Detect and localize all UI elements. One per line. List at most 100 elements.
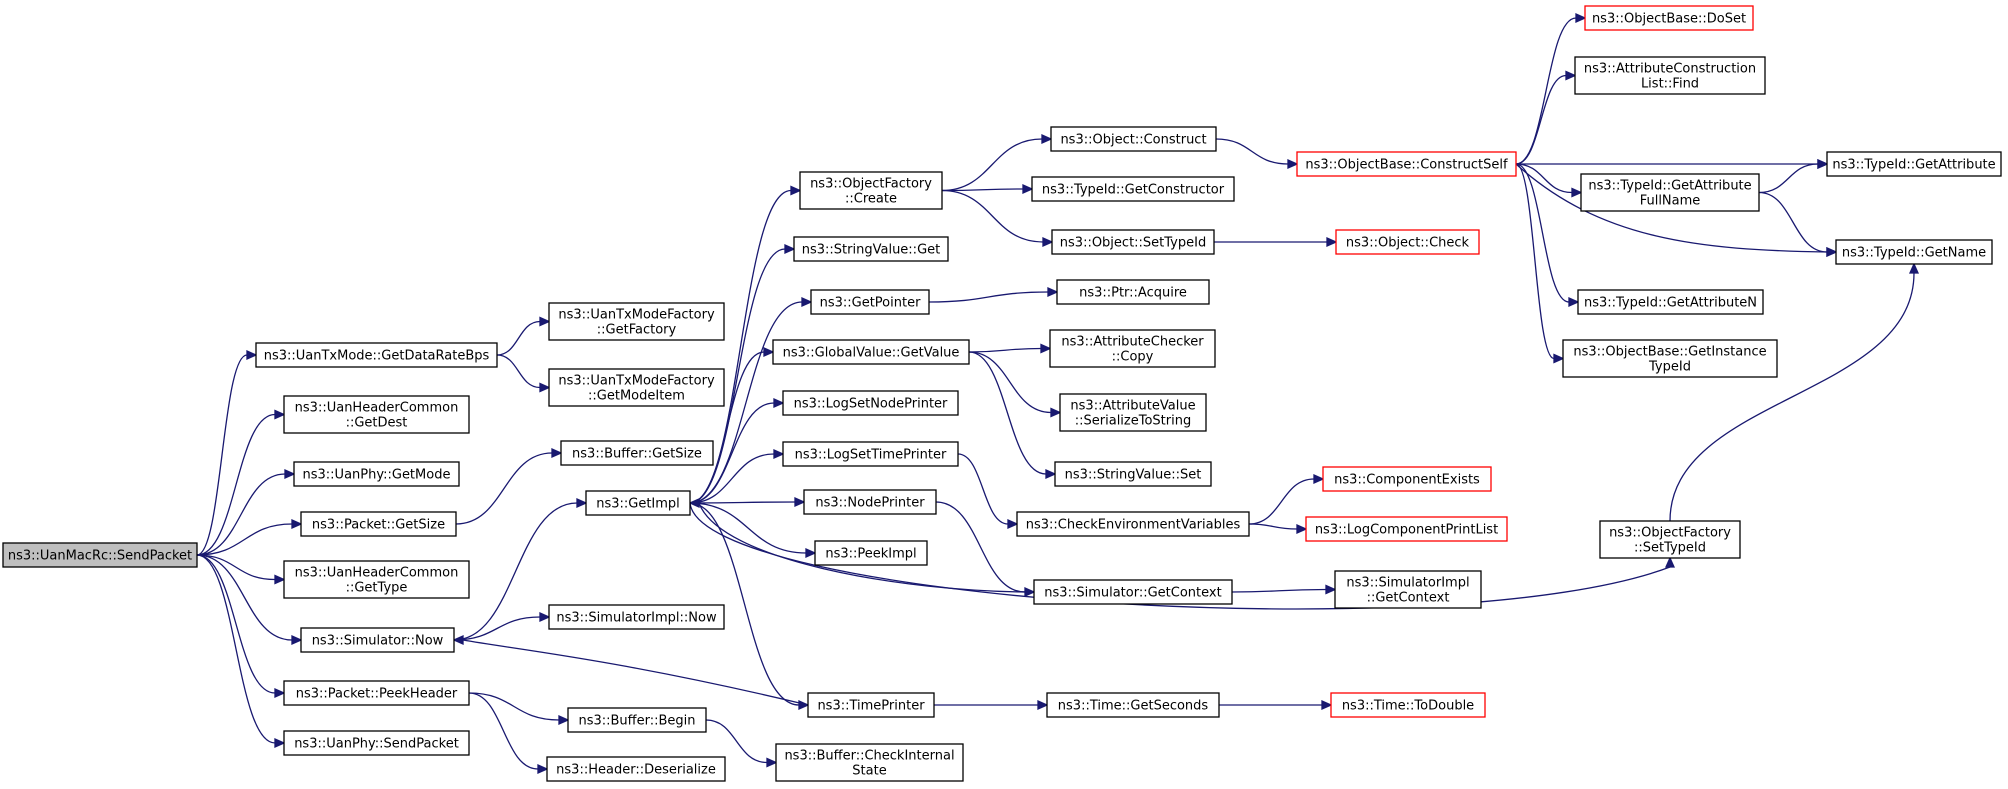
- node-label: ns3::Time::GetSeconds: [1058, 699, 1209, 714]
- call-edge-root-to-peekheader: [196, 554, 286, 699]
- node-objfactcreate[interactable]: ns3::ObjectFactory::Create: [799, 171, 943, 210]
- node-nodeprinter[interactable]: ns3::NodePrinter: [803, 489, 937, 515]
- node-constructself[interactable]: ns3::ObjectBase::ConstructSelf: [1296, 151, 1517, 177]
- node-getmodeitem[interactable]: ns3::UanTxModeFactory::GetModeItem: [548, 368, 725, 407]
- node-simgetcontext[interactable]: ns3::Simulator::GetContext: [1033, 579, 1233, 605]
- node-globalgetvalue[interactable]: ns3::GlobalValue::GetValue: [772, 339, 970, 365]
- call-edge-bufferbegin-to-checkinternal: [705, 719, 778, 768]
- call-edge-root-to-simnow: [196, 554, 303, 646]
- node-label: ns3::ComponentExists: [1334, 473, 1480, 488]
- node-objconstruct[interactable]: ns3::Object::Construct: [1050, 126, 1217, 152]
- call-edge-globalgetvalue-to-attrcheckercopy: [968, 343, 1052, 354]
- call-edge-objfactcreate-to-settypeid: [941, 189, 1054, 248]
- node-attrcheckercopy[interactable]: ns3::AttributeChecker::Copy: [1049, 329, 1216, 368]
- node-label: ns3::SimulatorImpl::Now: [556, 611, 717, 626]
- node-peekheader[interactable]: ns3::Packet::PeekHeader: [283, 680, 470, 706]
- node-simimplnow[interactable]: ns3::SimulatorImpl::Now: [548, 604, 725, 630]
- node-getimpl[interactable]: ns3::GetImpl: [585, 490, 691, 516]
- call-edge-simnow-to-getimpl: [453, 497, 588, 641]
- call-edge-timeprinter-to-timegetseconds: [934, 699, 1049, 711]
- node-label: ns3::PeekImpl: [825, 547, 916, 562]
- node-label: ns3::Object::SetTypeId: [1060, 236, 1206, 251]
- node-label: ns3::TypeId::GetConstructor: [1042, 183, 1225, 198]
- node-settypeid[interactable]: ns3::Object::SetTypeId: [1051, 229, 1215, 255]
- node-label: ns3::GetPointer: [820, 296, 921, 311]
- node-logcomplist[interactable]: ns3::LogComponentPrintList: [1305, 516, 1508, 542]
- call-edge-checkenv-to-logcomplist: [1248, 523, 1308, 535]
- node-getdatarate[interactable]: ns3::UanTxMode::GetDataRateBps: [255, 342, 498, 368]
- node-bufferbegin[interactable]: ns3::Buffer::Begin: [567, 707, 707, 733]
- node-label: ::Copy: [1112, 350, 1154, 365]
- node-getpointer[interactable]: ns3::GetPointer: [810, 289, 930, 315]
- node-root[interactable]: ns3::UanMacRc::SendPacket: [2, 542, 198, 568]
- node-label: ns3::GetImpl: [596, 497, 680, 512]
- call-edge-simnow-to-simimplnow: [453, 611, 551, 641]
- node-getconstructor[interactable]: ns3::TypeId::GetConstructor: [1031, 176, 1235, 202]
- node-label: ns3::UanMacRc::SendPacket: [8, 549, 192, 564]
- node-label: ::SetTypeId: [1634, 541, 1706, 556]
- node-checkenv[interactable]: ns3::CheckEnvironmentVariables: [1016, 511, 1250, 537]
- node-label: ::SerializeToString: [1075, 414, 1191, 429]
- node-label: ns3::CheckEnvironmentVariables: [1026, 518, 1241, 533]
- node-label: ns3::AttributeConstruction: [1584, 62, 1756, 77]
- node-timegetseconds[interactable]: ns3::Time::GetSeconds: [1046, 692, 1220, 718]
- node-label: ns3::Packet::GetSize: [312, 518, 445, 533]
- node-timetodouble[interactable]: ns3::Time::ToDouble: [1330, 692, 1486, 718]
- node-getattrn[interactable]: ns3::TypeId::GetAttributeN: [1577, 289, 1764, 315]
- node-label: ns3::Time::ToDouble: [1342, 699, 1474, 714]
- node-simnow[interactable]: ns3::Simulator::Now: [300, 627, 455, 653]
- node-timeprinter[interactable]: ns3::TimePrinter: [807, 692, 935, 718]
- node-label: ns3::SimulatorImpl: [1346, 576, 1469, 591]
- call-edge-getattrfullname-to-getname: [1758, 191, 1838, 258]
- node-label: ns3::Simulator::GetContext: [1044, 586, 1221, 601]
- node-doset[interactable]: ns3::ObjectBase::DoSet: [1584, 5, 1754, 31]
- node-packetgetsize[interactable]: ns3::Packet::GetSize: [300, 511, 457, 537]
- call-edge-getimpl-to-logtimeprinter: [689, 448, 785, 504]
- node-label: ns3::ObjectFactory: [810, 177, 932, 192]
- node-label: ns3::UanHeaderCommon: [295, 566, 459, 581]
- node-logtimeprinter[interactable]: ns3::LogSetTimePrinter: [782, 441, 959, 467]
- node-objectcheck[interactable]: ns3::Object::Check: [1335, 229, 1480, 255]
- call-edge-packetgetsize-to-buffergetsize: [455, 447, 563, 525]
- node-attrvalueser[interactable]: ns3::AttributeValue::SerializeToString: [1059, 393, 1207, 432]
- node-uanphysend[interactable]: ns3::UanPhy::SendPacket: [283, 730, 470, 756]
- node-deserialize[interactable]: ns3::Header::Deserialize: [546, 756, 726, 782]
- node-peekimpl[interactable]: ns3::PeekImpl: [814, 540, 928, 566]
- node-lognodeprinter[interactable]: ns3::LogSetNodePrinter: [782, 390, 959, 416]
- call-edge-getimpl-to-lognodeprinter: [689, 397, 785, 504]
- call-edge-simgetcontext-to-getimpl: [688, 497, 1035, 593]
- node-getattribute[interactable]: ns3::TypeId::GetAttribute: [1826, 151, 2002, 177]
- node-label: ns3::UanTxModeFactory: [558, 308, 715, 323]
- node-ptracquire[interactable]: ns3::Ptr::Acquire: [1056, 279, 1210, 305]
- node-label: ns3::TypeId::GetName: [1842, 246, 1986, 261]
- node-label: ns3::UanHeaderCommon: [295, 401, 459, 416]
- node-getname[interactable]: ns3::TypeId::GetName: [1835, 239, 1993, 265]
- call-edge-root-to-packetgetsize: [196, 518, 303, 556]
- node-stringget[interactable]: ns3::StringValue::Get: [793, 236, 949, 262]
- node-getfactory[interactable]: ns3::UanTxModeFactory::GetFactory: [548, 302, 725, 341]
- node-label: ns3::Simulator::Now: [312, 634, 444, 649]
- node-getdest[interactable]: ns3::UanHeaderCommon::GetDest: [283, 395, 470, 434]
- node-buffergetsize[interactable]: ns3::Buffer::GetSize: [560, 440, 714, 466]
- call-edge-settypeid-to-objectcheck: [1214, 236, 1338, 248]
- node-label: ns3::Object::Check: [1346, 236, 1470, 251]
- node-label: ns3::Header::Deserialize: [556, 763, 716, 778]
- call-edge-checkenv-to-componentexists: [1248, 473, 1325, 525]
- call-edge-peekheader-to-deserialize: [468, 692, 549, 775]
- node-simimplgetcontext[interactable]: ns3::SimulatorImpl::GetContext: [1334, 570, 1482, 609]
- node-gettype[interactable]: ns3::UanHeaderCommon::GetType: [283, 560, 470, 599]
- node-label: TypeId: [1648, 360, 1691, 375]
- node-objfactsettypeid[interactable]: ns3::ObjectFactory::SetTypeId: [1599, 520, 1741, 559]
- node-stringset[interactable]: ns3::StringValue::Set: [1054, 461, 1212, 487]
- node-componentexists[interactable]: ns3::ComponentExists: [1322, 466, 1492, 492]
- node-label: ns3::ObjectBase::ConstructSelf: [1305, 158, 1508, 173]
- call-edge-getdatarate-to-getmodeitem: [496, 354, 551, 393]
- node-label: ns3::ObjectBase::GetInstance: [1573, 345, 1766, 360]
- call-edge-getpointer-to-ptracquire: [928, 286, 1059, 303]
- node-getmode[interactable]: ns3::UanPhy::GetMode: [293, 461, 460, 487]
